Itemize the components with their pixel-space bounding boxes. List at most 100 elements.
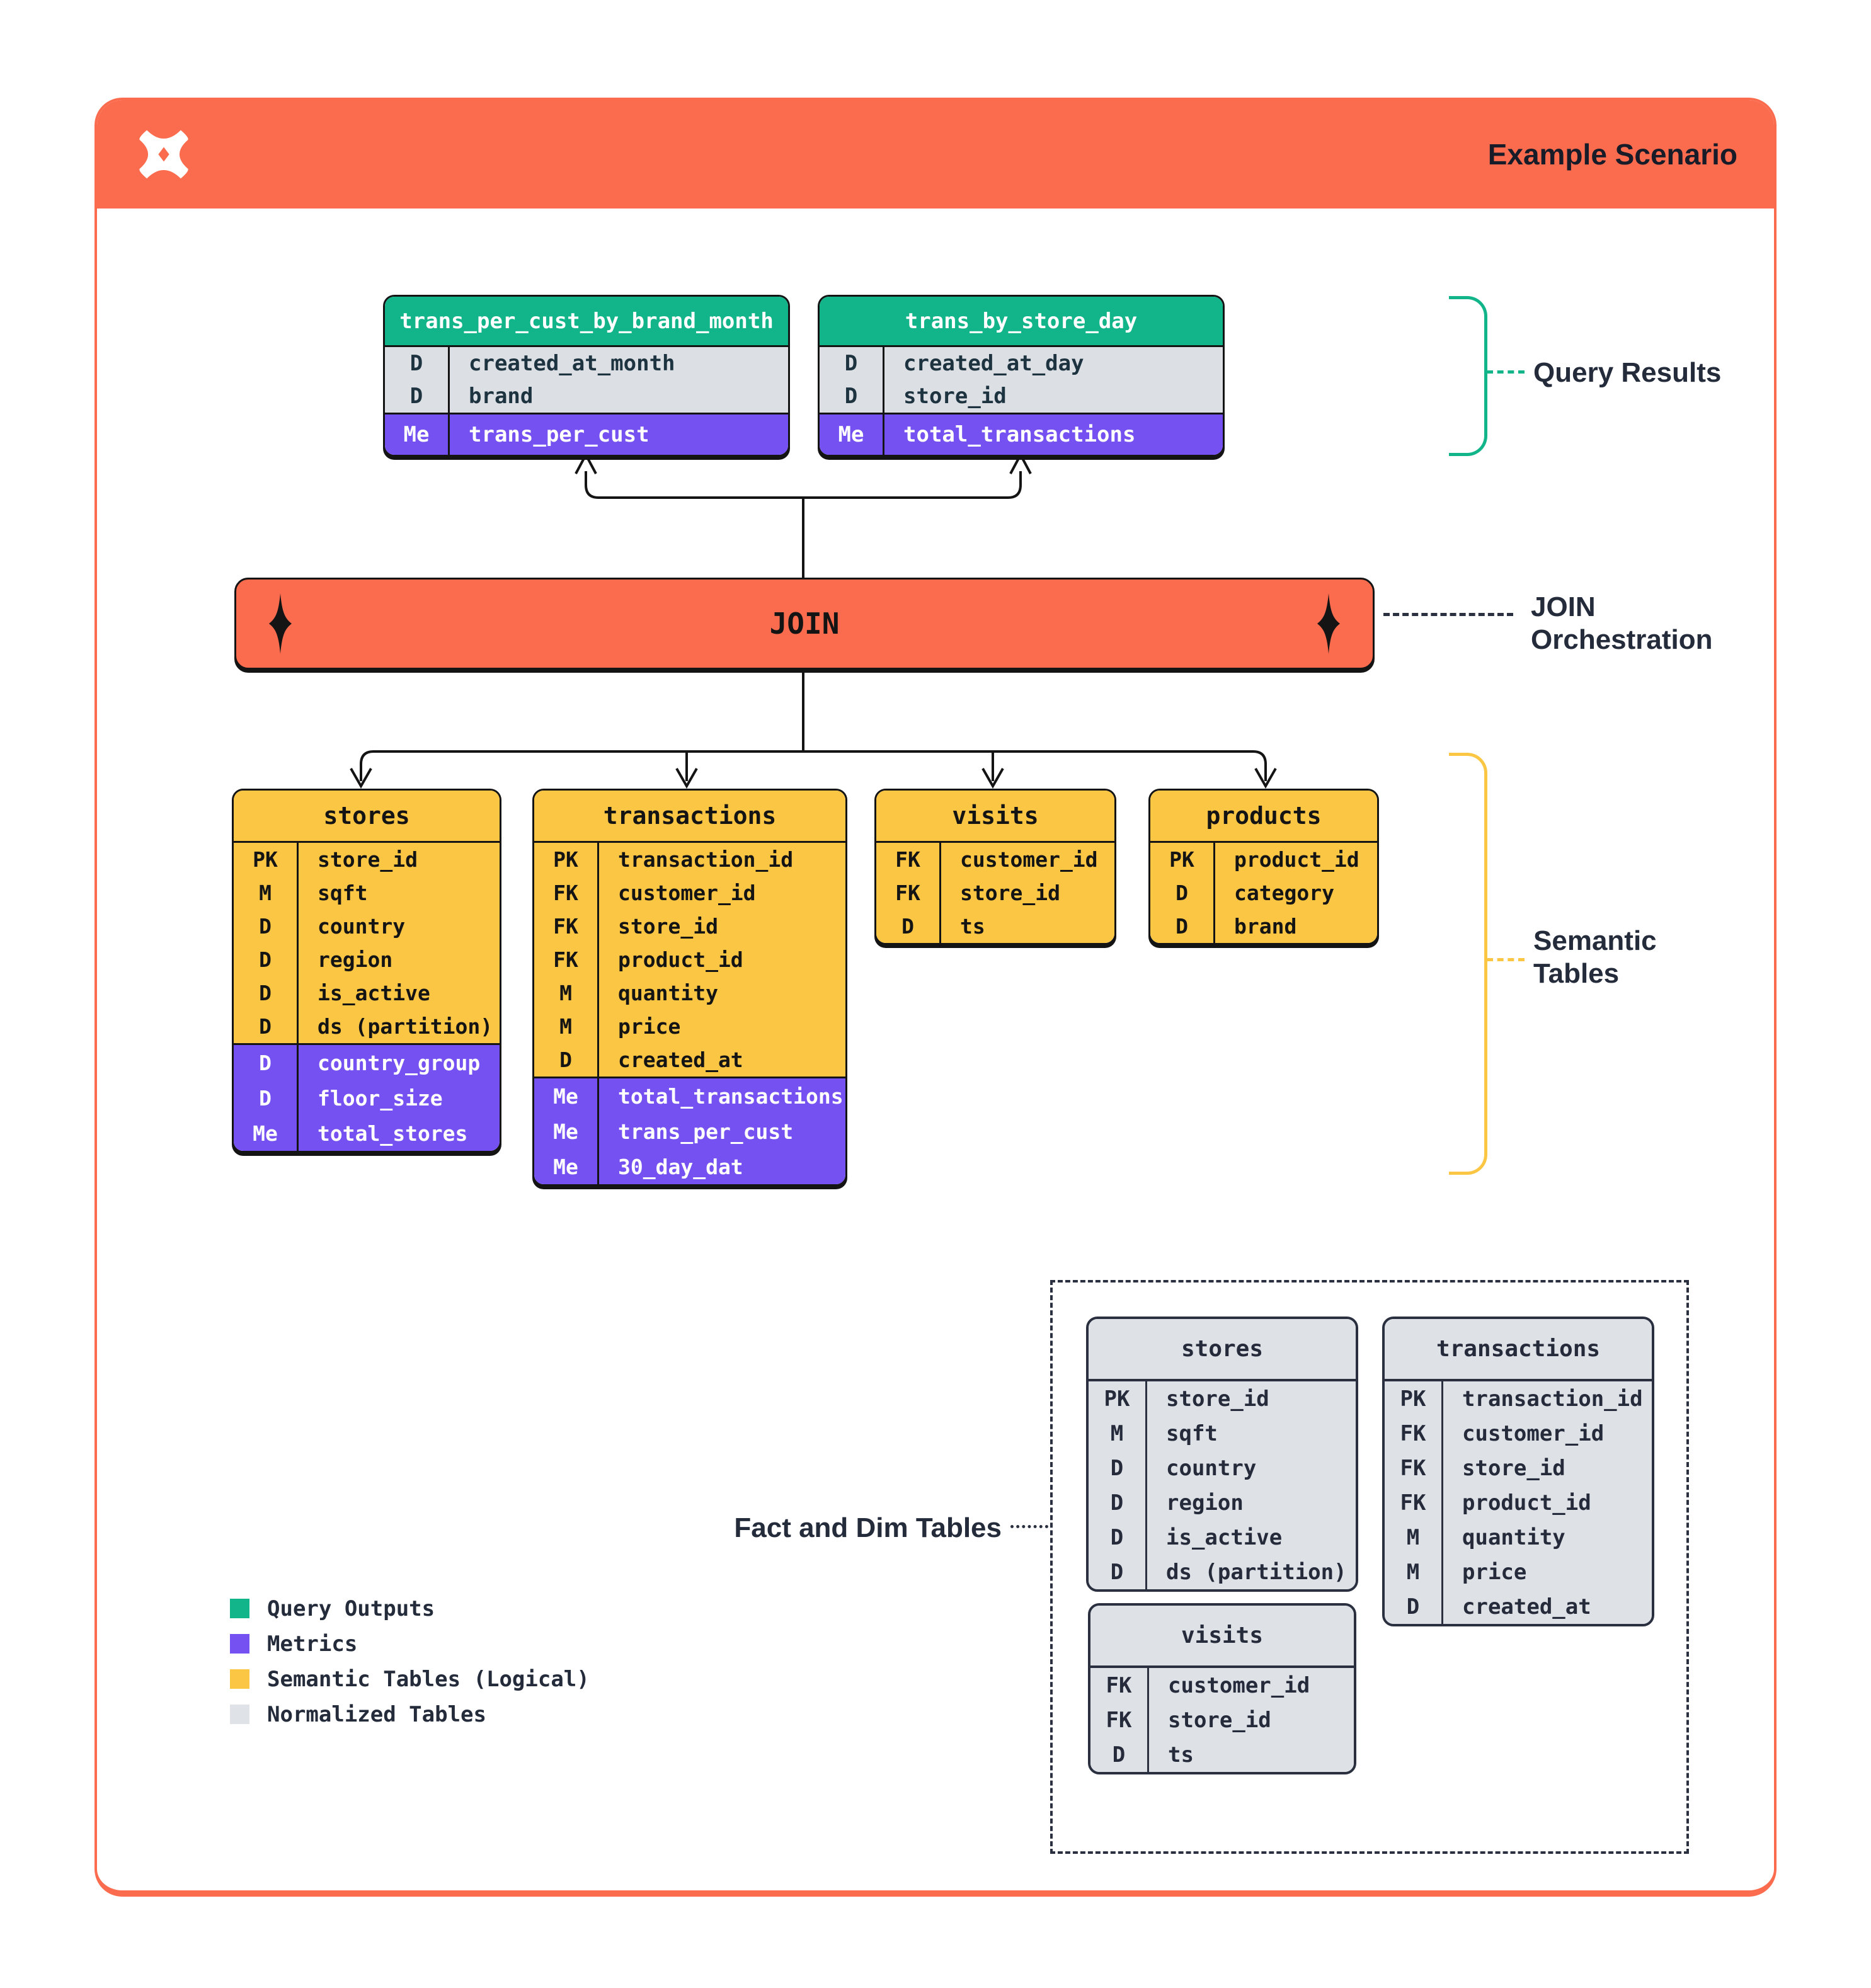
table-title: trans_per_cust_by_brand_month xyxy=(385,297,788,345)
table-title: visits xyxy=(1090,1606,1354,1665)
field-name: 30_day_dat xyxy=(597,1149,845,1184)
field-type: Me xyxy=(553,1154,578,1179)
join-label: JOIN xyxy=(769,607,840,641)
legend-label: Semantic Tables (Logical) xyxy=(267,1666,590,1692)
field-type: D xyxy=(1176,881,1188,905)
legend-label: Normalized Tables xyxy=(267,1701,486,1727)
field-name: product_id xyxy=(1213,843,1377,876)
table-row: FK store_id xyxy=(876,876,1114,910)
card-header: Example Scenario xyxy=(97,100,1774,209)
fact-dim-box xyxy=(1050,1280,1689,1854)
table-title: transactions xyxy=(1385,1319,1652,1379)
field-name: floor_size xyxy=(297,1080,500,1116)
field-type: D xyxy=(844,351,858,376)
normalized-tables-swatch xyxy=(230,1705,249,1724)
field-type: D xyxy=(1112,1742,1126,1768)
field-type: D xyxy=(1406,1594,1420,1620)
field-name: store_id xyxy=(1145,1381,1356,1416)
field-name: created_at xyxy=(1441,1589,1652,1624)
table-row: FK customer_id xyxy=(1385,1416,1652,1451)
field-name: store_id xyxy=(939,876,1114,910)
field-type: FK xyxy=(553,914,578,939)
query-results-bracket xyxy=(1449,296,1487,456)
field-type: FK xyxy=(1106,1707,1132,1733)
field-name: region xyxy=(297,943,500,976)
field-type: D xyxy=(409,384,423,409)
field-name: customer_id xyxy=(597,876,845,910)
join-orchestration-label: JOIN Orchestration xyxy=(1531,591,1713,655)
field-name: store_id xyxy=(1147,1703,1354,1737)
field-type: Me xyxy=(403,422,430,447)
legend-item: Metrics xyxy=(230,1631,590,1657)
field-type: M xyxy=(259,881,272,905)
field-name: price xyxy=(1441,1555,1652,1589)
field-name: ds (partition) xyxy=(297,1010,500,1043)
field-type: D xyxy=(259,914,272,939)
field-name: region xyxy=(1145,1485,1356,1520)
field-type: D xyxy=(1110,1455,1124,1481)
field-name: created_at_month xyxy=(448,347,788,380)
field-type: D xyxy=(259,1085,272,1111)
semantic-tables-connector xyxy=(1487,958,1525,961)
field-type: M xyxy=(1406,1559,1420,1585)
query-results-label: Query Results xyxy=(1533,357,1722,388)
sparkle-diamond-icon xyxy=(269,593,292,654)
field-type: Me xyxy=(838,422,864,447)
query-outputs-swatch xyxy=(230,1599,249,1618)
field-name: country xyxy=(1145,1451,1356,1485)
field-name: brand xyxy=(448,380,788,413)
field-name: store_id xyxy=(297,843,500,876)
fact-dim-connector xyxy=(1010,1525,1048,1528)
field-name: ts xyxy=(1147,1737,1354,1772)
field-type: FK xyxy=(1400,1420,1426,1446)
field-name: product_id xyxy=(597,943,845,976)
field-name: customer_id xyxy=(939,843,1114,876)
field-name: quantity xyxy=(1441,1520,1652,1555)
field-type: FK xyxy=(895,881,920,905)
query-results-connector xyxy=(1487,370,1525,374)
field-type: D xyxy=(1110,1524,1124,1550)
field-name: sqft xyxy=(297,876,500,910)
field-type: PK xyxy=(253,847,278,872)
field-name: ds (partition) xyxy=(1145,1555,1356,1589)
field-name: customer_id xyxy=(1441,1416,1652,1451)
field-type: PK xyxy=(1400,1386,1426,1412)
field-name: country xyxy=(297,910,500,943)
field-name: created_at xyxy=(597,1043,845,1077)
join-orchestration-connector xyxy=(1383,613,1513,616)
